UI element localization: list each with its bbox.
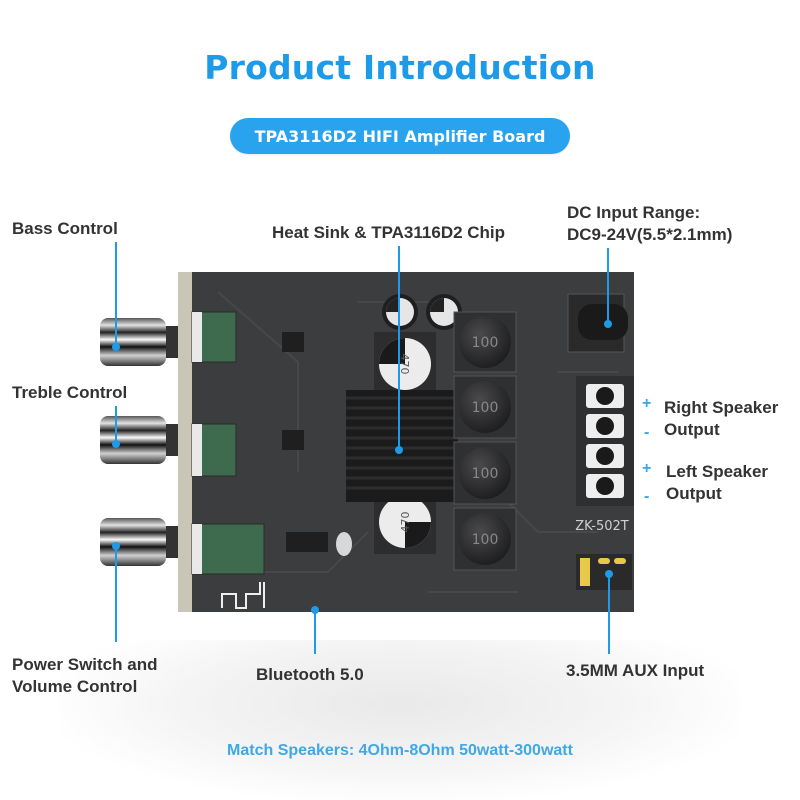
svg-text:100: 100 — [472, 400, 499, 416]
page-title: Product Introduction — [204, 48, 596, 87]
bass-leader-dot — [112, 343, 120, 351]
right-label-line1: Right Speaker — [664, 398, 779, 417]
right-minus-sign: - — [644, 424, 650, 441]
amplifier-board-image: 470 470 100 100 100 100 — [178, 272, 634, 612]
front-panel — [178, 272, 192, 612]
heat-sink — [346, 390, 458, 502]
terminal-block — [576, 376, 634, 506]
aux-jack — [576, 554, 632, 590]
right-speaker-label: Right Speaker Output — [664, 397, 778, 441]
small-capacitors — [382, 294, 462, 330]
bluetooth-chip — [286, 532, 328, 552]
svg-text:470: 470 — [399, 512, 412, 533]
ic-chip — [282, 430, 304, 450]
ic-chip — [282, 332, 304, 352]
treble-knob[interactable] — [100, 416, 180, 464]
heatsink-leader-dot — [395, 446, 403, 454]
bass-leader-line — [115, 242, 117, 346]
dc-leader-line — [607, 248, 609, 324]
power-label-line2: Volume Control — [12, 677, 138, 696]
left-label-line1: Left Speaker — [666, 462, 769, 481]
dc-input-label: DC Input Range: DC9-24V(5.5*2.1mm) — [567, 202, 732, 246]
left-plus-sign: + — [642, 460, 652, 477]
bass-knob[interactable] — [100, 318, 180, 366]
crystal — [336, 532, 352, 556]
svg-text:100: 100 — [472, 532, 499, 548]
subtitle-text: TPA3116D2 HIFI Amplifier Board — [254, 126, 546, 146]
aux-input-label: 3.5MM AUX Input — [566, 661, 705, 680]
dc-leader-dot — [604, 320, 612, 328]
right-plus-sign: + — [642, 395, 652, 412]
heatsink-label: Heat Sink & TPA3116D2 Chip — [272, 223, 506, 242]
large-capacitors: 470 470 — [374, 332, 436, 554]
left-speaker-label: Left Speaker Output — [666, 461, 768, 505]
dc-label-line1: DC Input Range: — [567, 203, 701, 222]
svg-text:470: 470 — [398, 354, 411, 375]
power-leader-dot — [112, 542, 120, 550]
bluetooth-label: Bluetooth 5.0 — [256, 665, 364, 684]
bluetooth-leader-line — [314, 610, 316, 654]
heatsink-leader-line — [398, 246, 400, 450]
subtitle-badge: TPA3116D2 HIFI Amplifier Board — [230, 118, 570, 154]
svg-text:100: 100 — [472, 335, 499, 351]
bluetooth-antenna — [221, 582, 265, 609]
dc-jack — [567, 293, 628, 353]
product-shadow-floor — [60, 640, 740, 800]
bass-control-label: Bass Control — [12, 219, 118, 238]
left-minus-sign: - — [644, 488, 650, 505]
power-volume-label: Power Switch and Volume Control — [12, 654, 157, 698]
aux-leader-line — [608, 574, 610, 654]
potentiometers — [191, 311, 265, 575]
speaker-match-note: Match Speakers: 4Ohm-8Ohm 50watt-300watt — [227, 742, 573, 759]
dc-label-line2: DC9-24V(5.5*2.1mm) — [567, 225, 733, 244]
power-leader-line — [115, 546, 117, 642]
right-label-line2: Output — [664, 420, 720, 439]
treble-leader-line — [115, 406, 117, 444]
volume-power-knob[interactable] — [100, 518, 180, 566]
svg-text:100: 100 — [472, 466, 499, 482]
treble-leader-dot — [112, 440, 120, 448]
power-label-line1: Power Switch and — [12, 655, 158, 674]
treble-control-label: Treble Control — [12, 383, 128, 402]
model-label: ZK-502T — [575, 519, 629, 534]
left-label-line2: Output — [666, 484, 722, 503]
inductors: 100 100 100 100 — [453, 311, 517, 571]
